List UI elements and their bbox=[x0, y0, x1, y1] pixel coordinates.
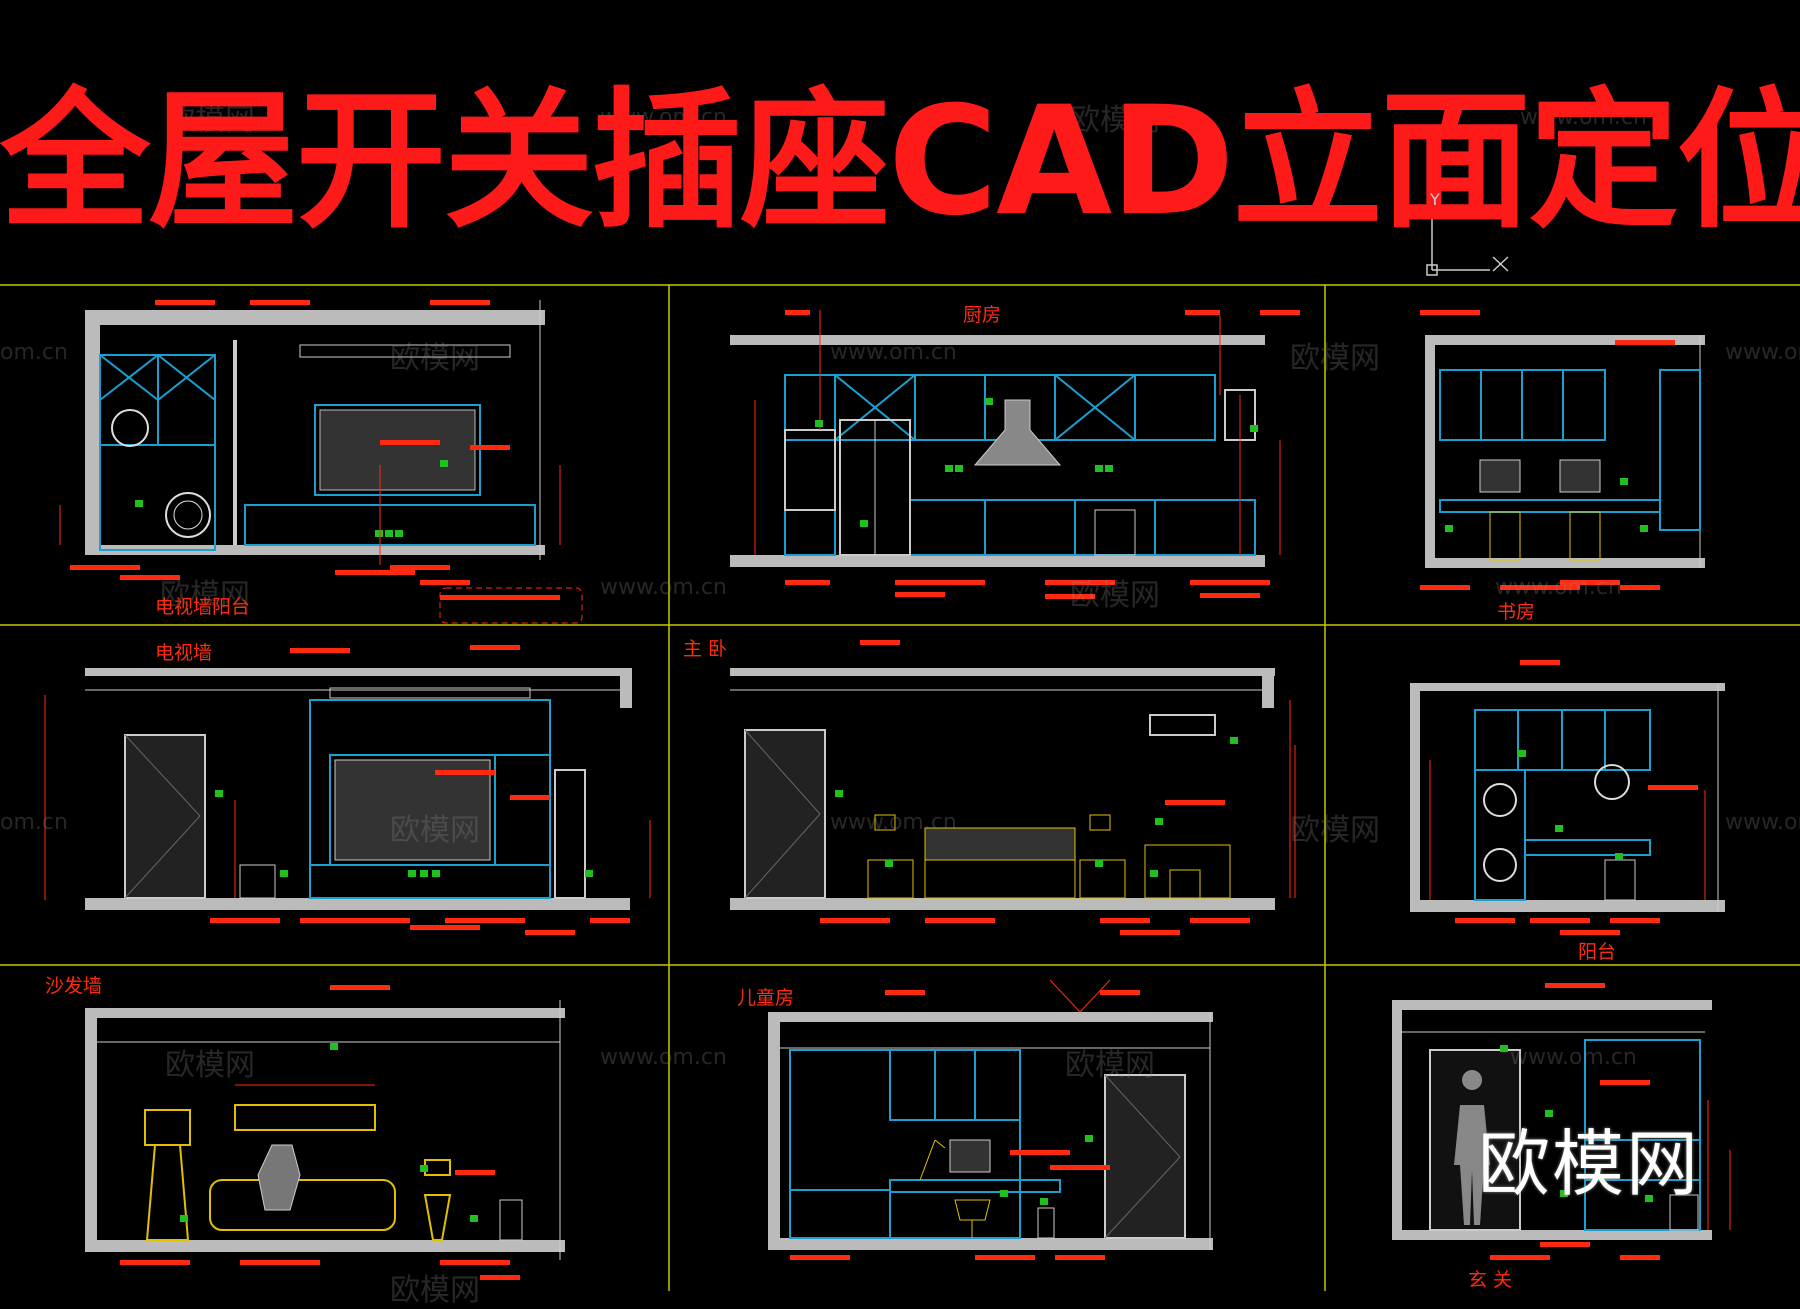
ucs-icon bbox=[1426, 205, 1509, 276]
panel-label-sofa-wall: 沙发墙 bbox=[45, 975, 103, 997]
elevation-master-bedroom bbox=[730, 640, 1296, 935]
watermark-url: www.om.cn bbox=[600, 105, 727, 130]
watermark-url: www.om.cn bbox=[1725, 340, 1800, 365]
watermark-brand: 欧模网 bbox=[165, 1048, 255, 1083]
panel-label-kids-room: 儿童房 bbox=[737, 987, 795, 1009]
watermark-url: www.om.cn bbox=[1725, 810, 1800, 835]
elevation-tv-balcony bbox=[59, 300, 583, 624]
elevation-kitchen bbox=[730, 310, 1300, 599]
watermark-url-partial: om.cn bbox=[0, 810, 68, 835]
watermark-brand: 欧模网 bbox=[1065, 1048, 1155, 1083]
watermark-brand: 欧模网 bbox=[390, 341, 480, 376]
elevation-entrance bbox=[1392, 983, 1731, 1260]
watermark-url: www.om.cn bbox=[1510, 1045, 1637, 1070]
elevation-sofa-wall bbox=[85, 985, 565, 1280]
watermark-url: www.om.cn bbox=[830, 810, 957, 835]
elevation-kids-room bbox=[768, 979, 1213, 1260]
panel-grid bbox=[0, 284, 1800, 1291]
elevation-balcony bbox=[1410, 660, 1725, 935]
panel-label-balcony: 阳台 bbox=[1578, 941, 1617, 963]
watermark-brand: 欧模网 bbox=[1290, 341, 1380, 376]
panel-label-kitchen: 厨房 bbox=[963, 304, 1002, 326]
watermark-url: www.om.cn bbox=[1495, 575, 1622, 600]
panel-label-master-bedroom: 主 卧 bbox=[683, 638, 728, 660]
watermark-url: www.om.cn bbox=[600, 1045, 727, 1070]
panel-label-tv-wall: 电视墙 bbox=[155, 642, 213, 664]
watermark-brand: 欧模网 bbox=[1290, 813, 1380, 848]
watermark-url: www.om.cn bbox=[600, 575, 727, 600]
watermark-brand: 欧模网 bbox=[390, 1273, 480, 1308]
watermark-url: www.om.cn bbox=[830, 340, 957, 365]
watermark-brand: 欧模网 bbox=[165, 103, 255, 138]
watermark-brand: 欧模网 bbox=[160, 578, 250, 613]
page-title: 全屋开关插座CAD立面定位 bbox=[0, 75, 1800, 249]
ucs-y-label: Y bbox=[1430, 190, 1440, 209]
panel-label-entrance: 玄 关 bbox=[1468, 1269, 1513, 1291]
elevation-study bbox=[1420, 310, 1705, 590]
watermark-brand: 欧模网 bbox=[1070, 578, 1160, 613]
watermark-url-partial: om.cn bbox=[0, 340, 68, 365]
elevation-tv-wall bbox=[44, 645, 651, 935]
watermark-brand: 欧模网 bbox=[390, 813, 480, 848]
panel-label-tv-balcony: 电视墙阳台 bbox=[155, 596, 251, 618]
watermark-brand: 欧模网 bbox=[1070, 103, 1160, 138]
panel-label-study: 书房 bbox=[1497, 601, 1536, 623]
watermark-brand-large: 欧模网 bbox=[1478, 1122, 1701, 1206]
watermark-url: www.om.cn bbox=[1520, 105, 1647, 130]
